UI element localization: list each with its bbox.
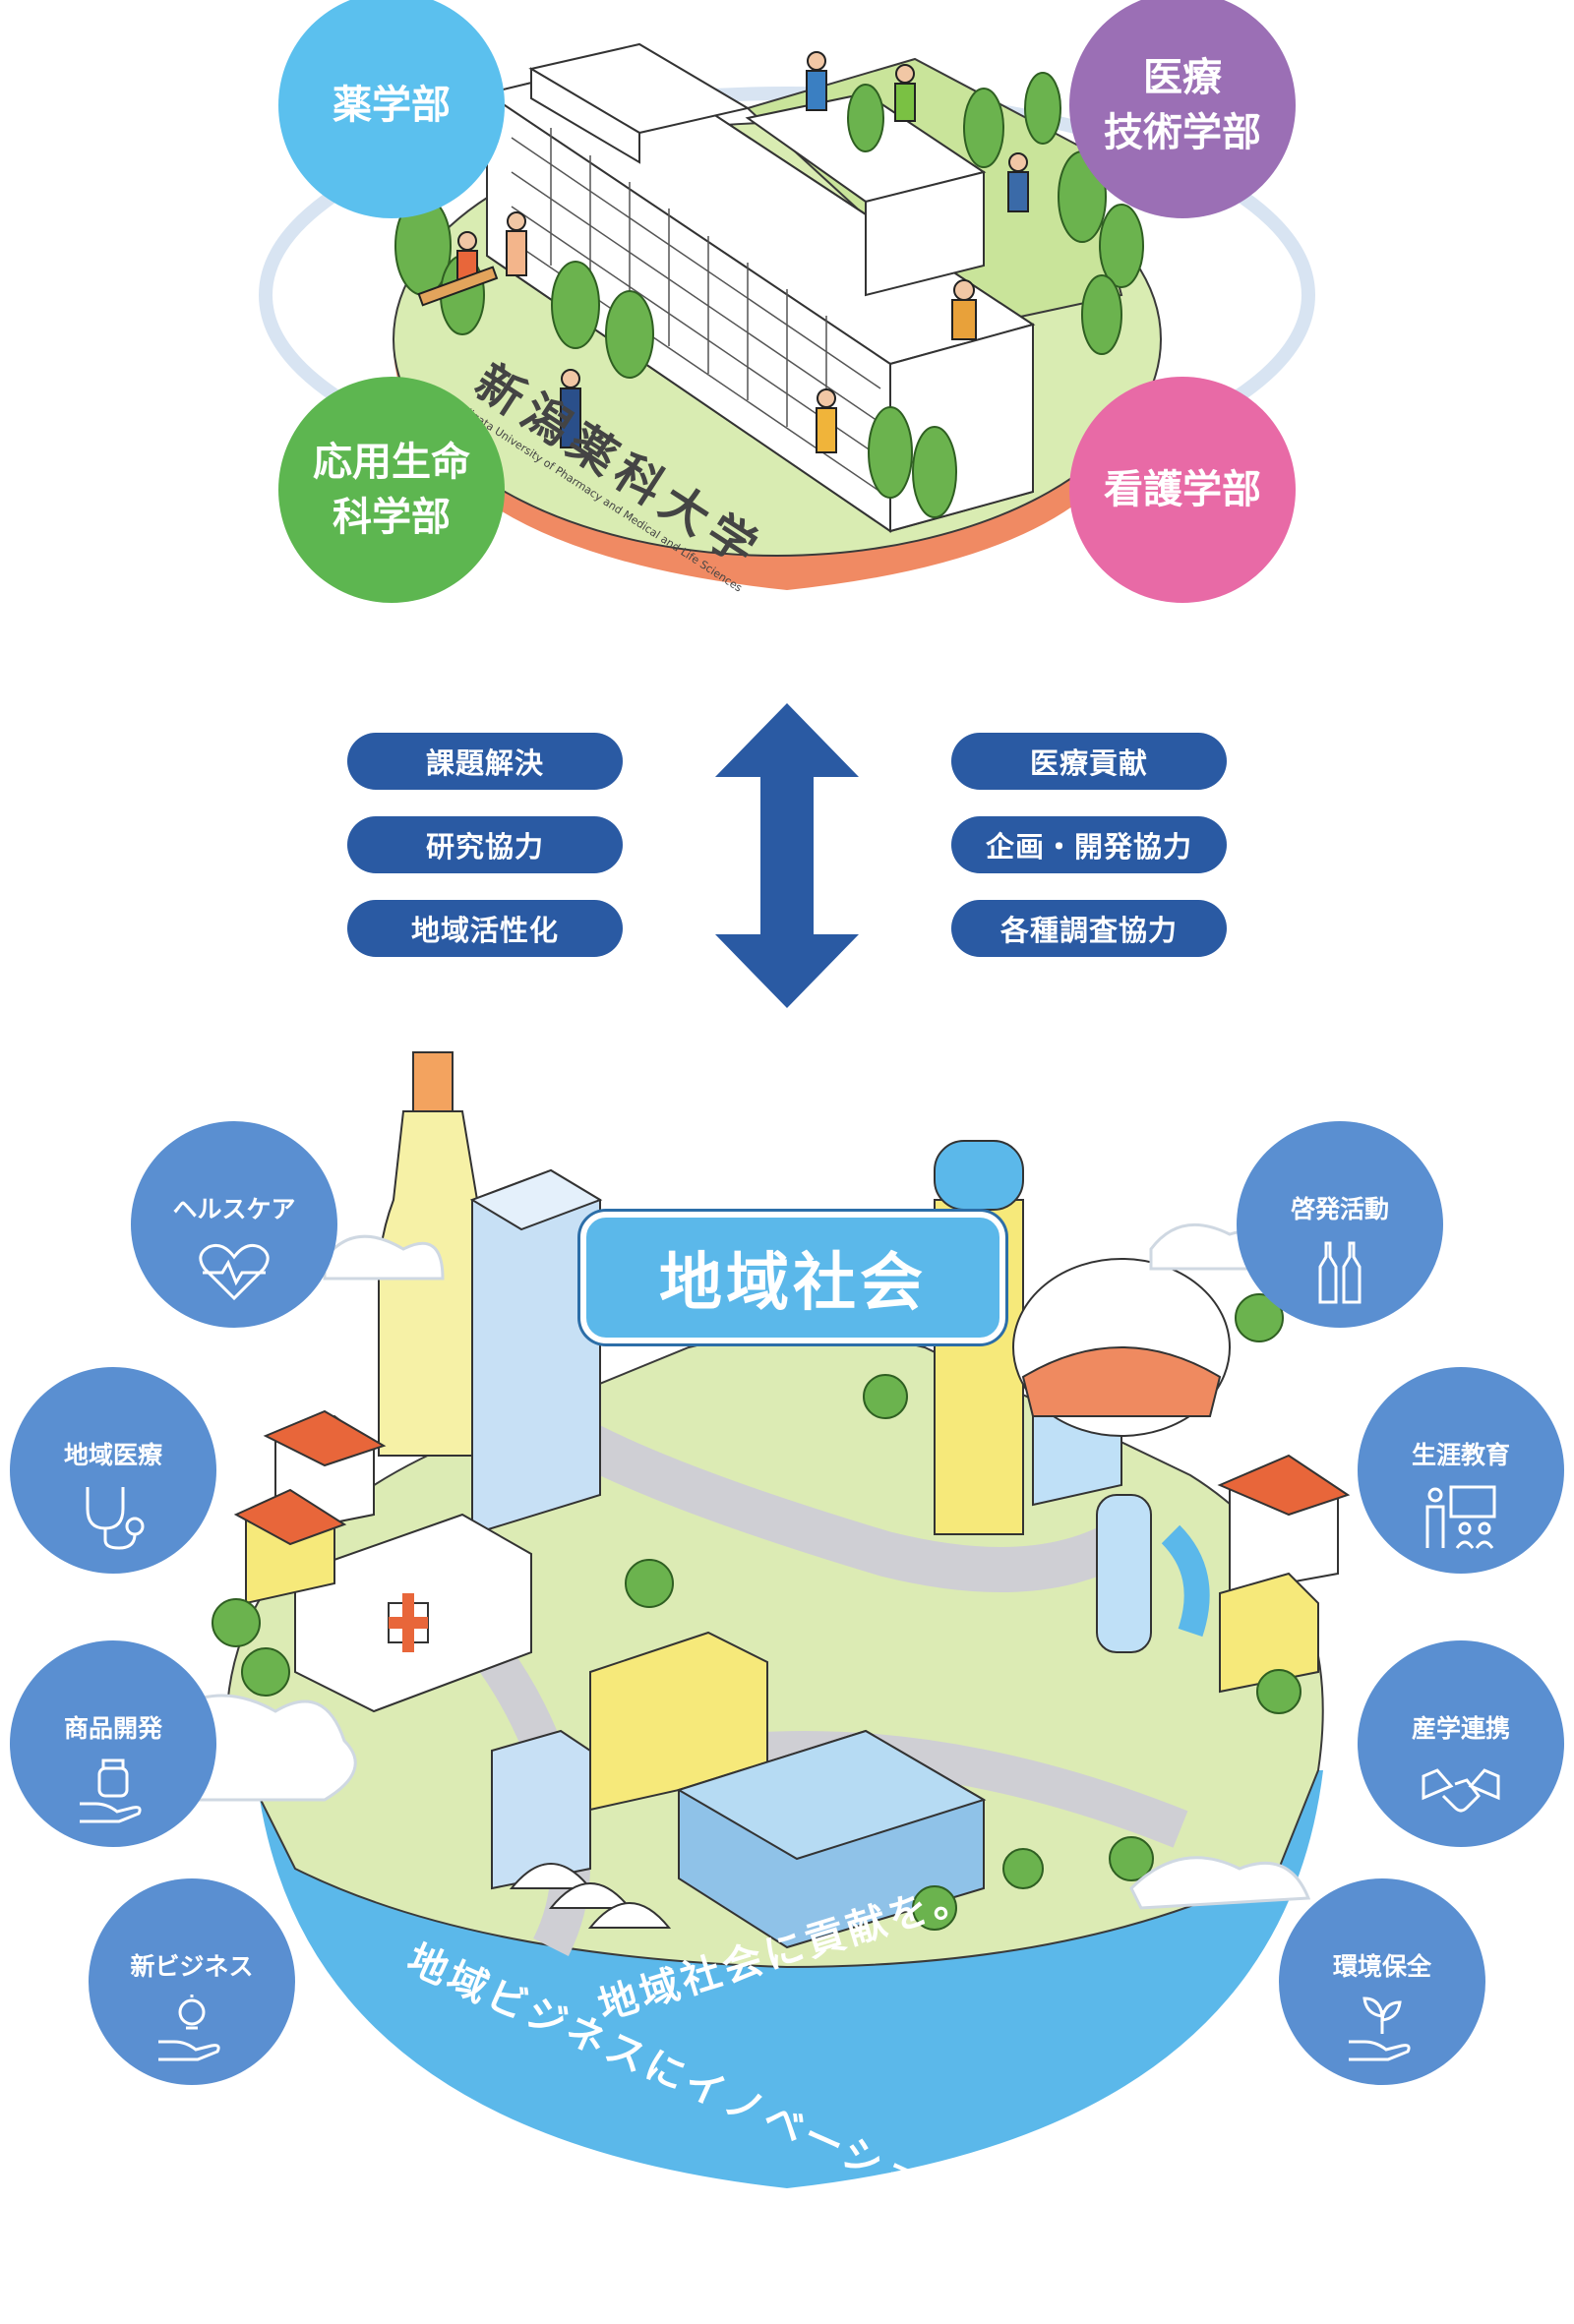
pill-label: 各種調査協力: [999, 914, 1178, 947]
faculty-pharmacy-label: 薬学部: [333, 83, 451, 128]
theme-awareness-activities[interactable]: 啓発活動: [1237, 1121, 1443, 1328]
pill-research-cooperation: 研究協力: [347, 816, 623, 873]
theme-new-business[interactable]: 新ビジネス: [89, 1878, 295, 2085]
pill-label: 地域活性化: [410, 914, 559, 947]
pill-planning-development: 企画・開発協力: [951, 816, 1227, 873]
pill-survey-cooperation: 各種調査協力: [951, 900, 1227, 957]
theme-awareness-activities-label: 啓発活動: [1290, 1195, 1389, 1223]
lightbulb-in-hand-icon: [158, 1995, 220, 2061]
community-illustration: [135, 1051, 1351, 2188]
university-illustration: [259, 42, 1315, 590]
faculty-medical-technology-label: 医療 技術学部: [1104, 55, 1261, 155]
theme-product-development-label: 商品開発: [63, 1714, 162, 1743]
handshake-icon: [1422, 1768, 1500, 1813]
theme-healthcare[interactable]: ヘルスケア: [131, 1121, 337, 1328]
theme-new-business-label: 新ビジネス: [130, 1952, 254, 1981]
theme-environmental-conservation[interactable]: 環境保全: [1279, 1878, 1485, 2085]
faculty-applied-life-sciences-label: 応用生命 科学部: [313, 440, 470, 540]
community-label: 地域社会: [580, 1212, 1005, 1343]
sprout-in-hand-icon: [1349, 1996, 1411, 2061]
pill-label: 研究協力: [425, 830, 544, 864]
teacher-students-icon: [1425, 1485, 1496, 1549]
theme-industry-academia[interactable]: 産学連携: [1358, 1640, 1564, 1847]
theme-healthcare-label: ヘルスケア: [172, 1195, 296, 1223]
bottles-icon: [1318, 1241, 1362, 1304]
theme-product-development[interactable]: 商品開発: [10, 1640, 216, 1847]
product-in-hand-icon: [80, 1758, 142, 1823]
theme-community-medicine-label: 地域医療: [63, 1441, 162, 1469]
faculty-medical-technology[interactable]: 医療 技術学部: [1069, 0, 1296, 218]
theme-lifelong-education-label: 生涯教育: [1411, 1441, 1510, 1469]
bidirectional-arrow-icon: [715, 703, 859, 1008]
theme-community-medicine[interactable]: 地域医療: [10, 1367, 216, 1574]
faculty-pharmacy[interactable]: 薬学部: [278, 0, 505, 218]
pill-label: 企画・開発協力: [985, 830, 1192, 864]
heart-pulse-icon: [199, 1243, 270, 1301]
faculty-nursing[interactable]: 看護学部: [1069, 377, 1296, 603]
theme-environmental-conservation-label: 環境保全: [1332, 1952, 1431, 1981]
pill-label: 医療貢献: [1029, 746, 1148, 780]
stethoscope-icon: [86, 1487, 145, 1550]
pill-problem-solving: 課題解決: [347, 733, 623, 790]
faculty-applied-life-sciences[interactable]: 応用生命 科学部: [278, 377, 505, 603]
pill-medical-contribution: 医療貢献: [951, 733, 1227, 790]
faculty-nursing-label: 看護学部: [1104, 467, 1261, 512]
pill-label: 課題解決: [425, 746, 544, 780]
theme-industry-academia-label: 産学連携: [1411, 1714, 1510, 1743]
community-label-text: 地域社会: [659, 1247, 927, 1320]
theme-lifelong-education[interactable]: 生涯教育: [1358, 1367, 1564, 1574]
pill-regional-revitalization: 地域活性化: [347, 900, 623, 957]
